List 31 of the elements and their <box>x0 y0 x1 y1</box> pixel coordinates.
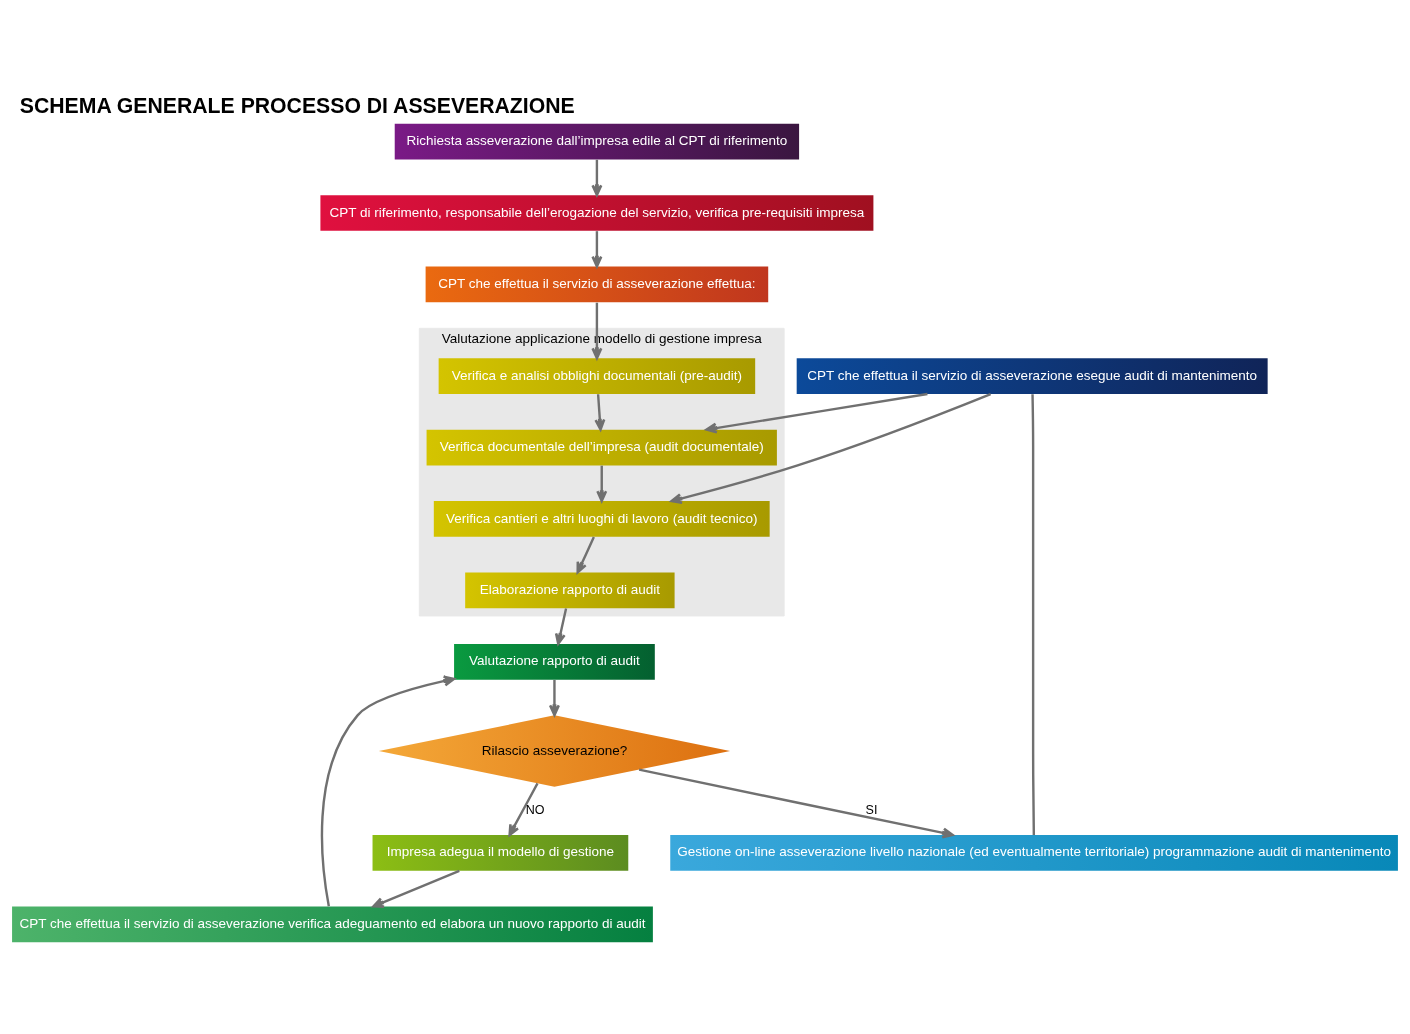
node-diamond: Rilascio asseverazione? <box>378 714 731 787</box>
arrow <box>320 675 456 906</box>
node-box: Verifica documentale dell’impresa (audit documentale) <box>426 429 777 465</box>
node-box: CPT che effettua il servizio di asseverazione esegue audit di mantenimento <box>796 357 1268 394</box>
arrow <box>670 392 992 504</box>
arrow <box>591 159 603 196</box>
node-box: CPT che effettua il servizio di asseverazione verifica adeguamento ed elabora un nuovo rapporto di audit <box>12 905 653 942</box>
arrow <box>554 607 568 645</box>
arrow <box>591 230 603 268</box>
node-box: CPT di riferimento, responsabile dell’erogazione del servizio, verifica pre-requisiti impresa <box>320 194 874 231</box>
edge-label: NO <box>525 802 545 817</box>
arrow <box>705 392 928 434</box>
arrow <box>576 536 595 574</box>
arrow <box>548 679 560 716</box>
arrow <box>638 767 954 838</box>
node-box: Gestione on-line asseverazione livello nazionale (ed eventualmente territoriale) programmazione audit di mantenimento <box>670 834 1398 871</box>
arrow <box>508 782 539 836</box>
edge-label: SI <box>865 802 878 817</box>
node-box: Verifica cantieri e altri luoghi di lavoro (audit tecnico) <box>433 500 770 537</box>
node-box: Elaborazione rapporto di audit <box>465 572 675 608</box>
arrow <box>594 393 606 431</box>
connector <box>1031 393 1036 835</box>
node-box: Verifica e analisi obblighi documentali (pre-audit) <box>438 357 756 394</box>
arrow <box>591 302 603 359</box>
arrow <box>596 465 608 502</box>
diagram-title: SCHEMA GENERALE PROCESSO DI ASSEVERAZIONE <box>19 93 575 117</box>
arrow <box>372 869 460 908</box>
node-box: Impresa adegua il modello di gestione <box>372 834 629 871</box>
node-box: CPT che effettua il servizio di asseverazione effettua: <box>425 266 769 302</box>
node-box: Richiesta asseverazione dall’impresa edile al CPT di riferimento <box>394 123 800 159</box>
node-box: Valutazione rapporto di audit <box>454 643 655 680</box>
